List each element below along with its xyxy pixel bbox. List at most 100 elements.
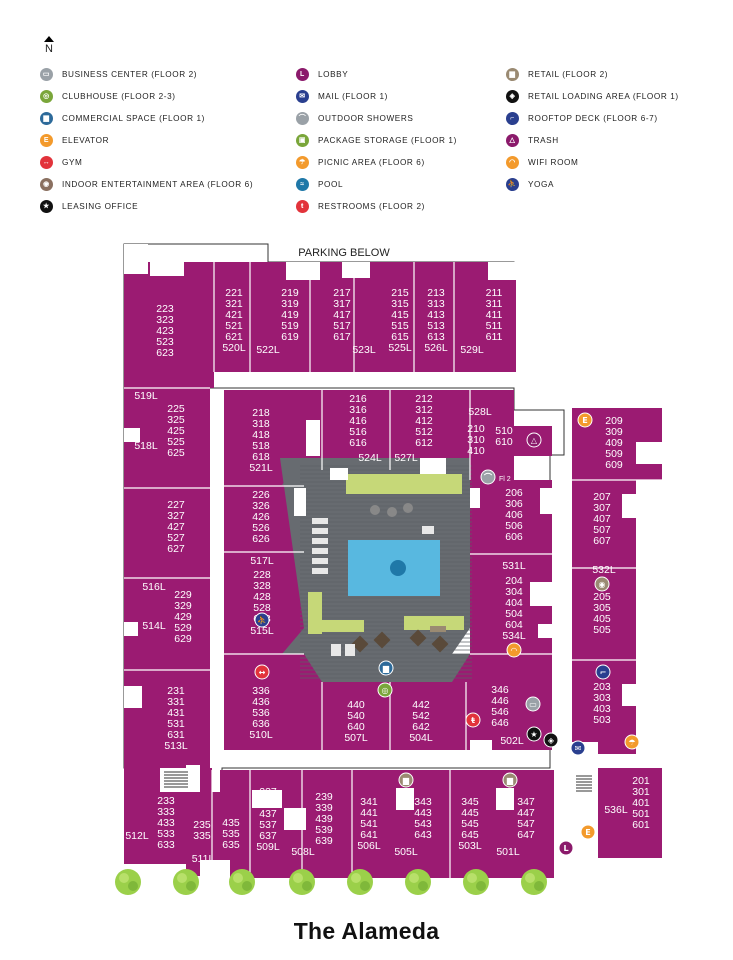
legend-label: COMMERCIAL SPACE (FLOOR 1): [62, 113, 205, 123]
unit-number: 503L: [458, 840, 482, 852]
unit-number: 512L: [125, 830, 149, 842]
unit-number: 319: [281, 298, 299, 310]
tree-icon: [405, 869, 431, 895]
unit-number: 547: [517, 818, 535, 830]
bench: [345, 644, 355, 656]
unit-block: [224, 654, 322, 750]
star-icon: ★: [40, 199, 53, 213]
unit-number: 508L: [291, 846, 315, 858]
walkway-cutout: [470, 488, 480, 508]
unit-number: 510: [495, 425, 513, 437]
dumbbell-icon-glyph: ↔: [259, 668, 266, 677]
unit-number: 521L: [249, 462, 273, 474]
unit-block: [390, 390, 470, 468]
lawn: [308, 620, 364, 632]
monitor-icon: [525, 696, 541, 712]
unit-number: 317: [333, 298, 351, 310]
unit-number: 415: [391, 309, 409, 321]
unit-number: 333: [157, 806, 175, 818]
tree-shadow: [128, 881, 138, 891]
unit-number: 217: [333, 287, 351, 299]
unit-block: [214, 262, 310, 372]
lounger: [312, 528, 328, 534]
unit-number: 536: [252, 707, 270, 719]
walkway-cutout: [306, 420, 320, 456]
unit-number: 606: [505, 531, 523, 543]
unit-number: 428: [253, 591, 271, 603]
tree-shadow: [360, 881, 370, 891]
north-arrow: N: [44, 36, 54, 55]
unit-number: 216: [349, 393, 367, 405]
unit-number: 507: [593, 524, 611, 536]
unit-number: 411: [486, 309, 503, 321]
unit-number: 627: [167, 543, 185, 555]
unit-number: 325: [167, 414, 185, 426]
unit-block: [470, 480, 552, 554]
walkway-cutout: [124, 428, 140, 442]
storefront-icon: [378, 660, 394, 676]
unit-number: 515L: [250, 625, 274, 637]
unit-number: 504: [505, 608, 523, 620]
star-icon: [526, 726, 542, 742]
walkway-cutout: [470, 740, 492, 752]
unit-number: 306: [505, 498, 523, 510]
tree-shadow: [242, 881, 252, 891]
picnic-table: [351, 635, 369, 653]
legend-label: OUTDOOR SHOWERS: [318, 113, 414, 123]
unit-number: 228: [253, 569, 271, 581]
tree-highlight: [293, 873, 303, 883]
lobby-icon: [558, 840, 574, 856]
tree-highlight: [177, 873, 187, 883]
unit-number: 541: [360, 818, 378, 830]
unit-number: 435: [222, 817, 240, 829]
unit-number: 604: [505, 619, 523, 631]
walkway-cutout: [636, 442, 662, 464]
unit-number: 511L: [192, 853, 215, 865]
unit-number: 416: [349, 415, 367, 427]
picnic-table: [409, 629, 427, 647]
north-arrow-icon: [44, 36, 54, 42]
tree-shadow: [534, 881, 544, 891]
unit-number: 502L: [500, 735, 524, 747]
unit-number: 421: [225, 309, 243, 321]
unit-number: 347: [517, 796, 535, 808]
unit-number: 505L: [394, 846, 418, 858]
walkway-cutout: [420, 458, 446, 474]
unit-number: 323: [156, 314, 174, 326]
unit-block: [224, 552, 304, 654]
legend: ▭BUSINESS CENTER (FLOOR 2)◎CLUBHOUSE (FL…: [40, 66, 720, 216]
unit-number: 613: [427, 331, 445, 343]
unit-number: 506L: [357, 840, 381, 852]
unit-number: 206: [505, 487, 523, 499]
parking-label: PARKING BELOW: [298, 247, 390, 259]
shower-icon: [480, 469, 496, 485]
walkway-cutout: [124, 622, 138, 636]
unit-number: 445: [461, 807, 479, 819]
unit-number: 513: [427, 320, 445, 332]
unit-number: 237: [259, 786, 277, 798]
unit-number: 518L: [134, 440, 158, 452]
wifi-icon-glyph: ◠: [511, 646, 517, 655]
unit-number: 326: [252, 500, 270, 512]
unit-number: 519L: [134, 390, 158, 402]
unit-number: 505: [593, 624, 611, 636]
unit-number: 417: [333, 309, 351, 321]
unit-number: 210: [467, 423, 485, 435]
unit-number: 537: [259, 819, 277, 831]
legend-item: ▣PACKAGE STORAGE (FLOOR 1): [296, 132, 457, 148]
unit-block: [310, 262, 354, 372]
unit-block: [454, 262, 516, 372]
lobby-icon: L: [296, 67, 309, 81]
unit-number: 501L: [496, 846, 520, 858]
unit-number: 646: [491, 717, 509, 729]
unit-number: 639: [315, 835, 333, 847]
unit-number: 303: [593, 692, 611, 704]
unit-number: 401: [632, 797, 650, 809]
unit-number: 517L: [250, 555, 274, 567]
unit-number: 531: [167, 718, 185, 730]
chair-icon: [595, 664, 611, 680]
unit-number: 329: [174, 600, 192, 612]
unit-number: 211: [486, 287, 503, 299]
